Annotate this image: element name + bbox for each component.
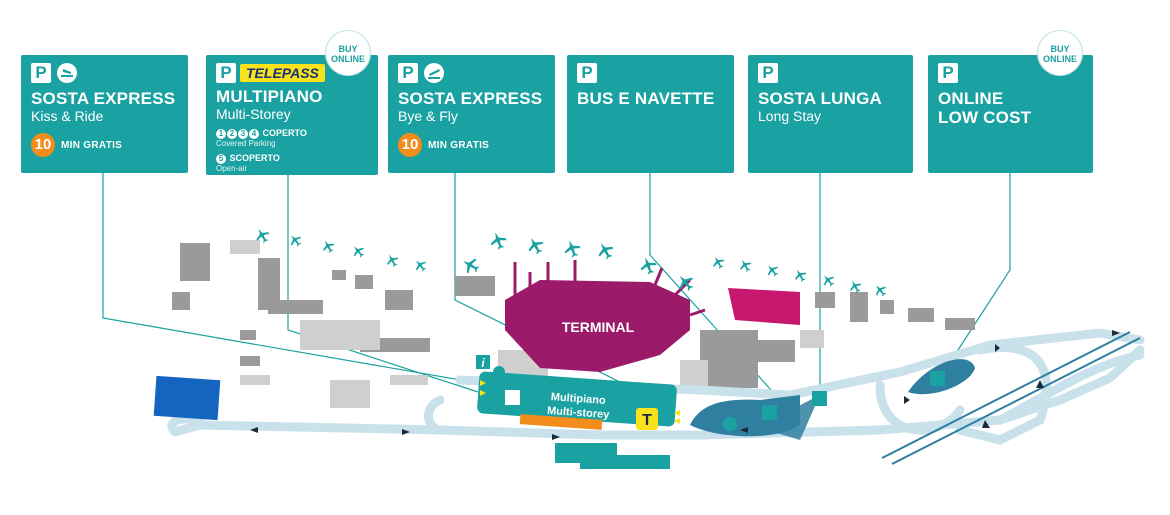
card-bus-navette[interactable]: P BUS E NAVETTE <box>567 55 734 173</box>
plane-arrival-icon <box>57 63 77 83</box>
magenta-building <box>728 288 800 325</box>
airplane-icon <box>640 257 657 275</box>
covered-label: COPERTO <box>262 128 307 138</box>
airplane-icon <box>353 246 365 258</box>
airplanes <box>256 228 887 297</box>
terminal-gates <box>513 260 706 317</box>
card-title: MULTIPIANO <box>216 87 323 106</box>
parking-zone-2 <box>760 395 820 440</box>
airplane-icon <box>415 260 427 272</box>
leader-lines <box>102 172 1011 401</box>
card-sosta-express-bye[interactable]: P SOSTA EXPRESS Bye & Fly 10 MIN GRATIS <box>388 55 555 173</box>
airplane-icon <box>564 240 581 258</box>
buildings <box>172 243 975 388</box>
card-subtitle: Bye & Fly <box>398 108 458 124</box>
plane-departure-icon <box>424 63 444 83</box>
road-arrows <box>250 330 1120 440</box>
airplane-icon <box>290 235 302 247</box>
buy-online-badge-2[interactable]: BUY ONLINE <box>1037 30 1083 76</box>
parking-icon: P <box>398 63 418 83</box>
card-title: SOSTA EXPRESS <box>31 89 176 108</box>
telepass-marker <box>636 408 658 430</box>
minutes-badge: 10 <box>398 133 422 157</box>
terminal-label: TERMINAL <box>562 319 635 335</box>
free-minutes: 10 MIN GRATIS <box>398 133 545 157</box>
card-title: SOSTA EXPRESS <box>398 89 543 108</box>
map-parking-markers <box>505 371 945 420</box>
terminal-building <box>505 280 690 372</box>
airplane-icon <box>740 259 752 272</box>
buy-label: BUY <box>338 44 358 54</box>
airplane-icon <box>598 243 614 260</box>
level-3: 3 <box>238 129 248 139</box>
airplane-icon <box>463 258 480 274</box>
airplane-icon <box>256 228 270 244</box>
fuel-icon <box>723 417 737 431</box>
level-1: 1 <box>216 129 226 139</box>
airplane-icon <box>875 285 887 297</box>
bottom-building-2 <box>580 455 670 469</box>
blue-building <box>153 375 221 421</box>
multistorey-block <box>477 371 677 427</box>
card-sosta-lunga[interactable]: P SOSTA LUNGA Long Stay <box>748 55 913 173</box>
bike-icon <box>493 366 505 378</box>
online-label: ONLINE <box>330 54 365 64</box>
parking-icon: P <box>938 63 958 83</box>
map-parking-marker <box>505 390 520 405</box>
minutes-label: MIN GRATIS <box>61 139 123 151</box>
buy-online-badge-1[interactable]: BUY ONLINE <box>325 30 371 76</box>
level-4: 4 <box>249 129 259 139</box>
airplane-icon <box>323 240 335 253</box>
airplane-icon <box>823 275 835 287</box>
airplane-icon <box>713 256 725 269</box>
map-parking-marker <box>930 371 945 386</box>
parking-icon: P <box>216 63 236 83</box>
info-icon <box>476 355 490 369</box>
map-parking-marker <box>762 405 777 420</box>
airplane-icon <box>767 265 779 277</box>
card-subtitle: Long Stay <box>758 108 822 124</box>
card-title: ONLINE <box>938 89 1004 108</box>
buy-label: BUY <box>1050 44 1070 54</box>
parking-icon: P <box>577 63 597 83</box>
covered-sub: Covered Parking <box>216 139 276 148</box>
open-label: SCOPERTO <box>229 153 280 163</box>
airplane-icon <box>795 269 807 282</box>
free-minutes: 10 MIN GRATIS <box>31 133 178 157</box>
open-sub: Open-air <box>216 164 248 173</box>
level-2: 2 <box>227 129 237 139</box>
info-symbol: i <box>481 356 485 370</box>
card-sosta-express-kiss[interactable]: P SOSTA EXPRESS Kiss & Ride 10 MIN GRATI… <box>21 55 188 173</box>
online-label: ONLINE <box>1042 54 1077 64</box>
airplane-icon <box>679 275 694 291</box>
telepass-badge: TELEPASS <box>240 64 325 82</box>
airplane-icon <box>490 232 507 250</box>
multipiano-map-label: Multipiano <box>550 391 606 407</box>
parking-icon: P <box>758 63 778 83</box>
parking-icon: P <box>31 63 51 83</box>
orange-strip <box>519 414 603 430</box>
level-5: 5 <box>216 154 226 164</box>
minutes-label: MIN GRATIS <box>428 139 490 151</box>
card-title: BUS E NAVETTE <box>577 89 715 108</box>
telepass-map-symbol: T <box>642 412 652 429</box>
airplane-icon <box>387 254 399 267</box>
card-subtitle: Kiss & Ride <box>31 108 104 124</box>
ramp <box>881 331 1141 465</box>
card-subtitle: Multi-Storey <box>216 106 291 122</box>
airplane-icon <box>850 280 862 293</box>
card-title-line2: LOW COST <box>938 108 1032 127</box>
map-parking-marker <box>812 391 827 406</box>
multistorey-map-label: Multi-storey <box>547 405 611 421</box>
entry-chevrons <box>480 380 680 424</box>
minutes-badge: 10 <box>31 133 55 157</box>
map-parking-marker <box>640 390 655 405</box>
airplane-icon <box>528 238 544 255</box>
open-row: 5 SCOPERTO <box>216 153 368 164</box>
card-title: SOSTA LUNGA <box>758 89 883 108</box>
